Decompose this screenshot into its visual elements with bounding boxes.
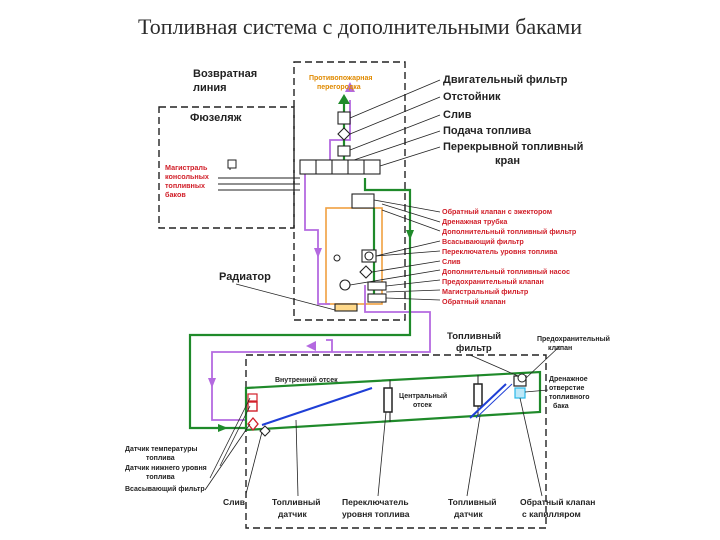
bottom-check-valve-label-1: Обратный клапан <box>520 497 595 507</box>
engine-bay-boundary <box>293 61 406 321</box>
drain-hole-label-4: бака <box>553 402 569 410</box>
partition-block-2 <box>473 383 483 407</box>
fuselage-label: Фюзеляж <box>190 112 242 124</box>
wing-main-label-4: баков <box>165 190 186 199</box>
left-item-1: Датчик температуры <box>125 446 198 453</box>
central-bay-label-1: Центральный <box>399 392 447 400</box>
shutoff-valve-label-2: кран <box>495 155 520 167</box>
page-title: Топливная система с дополнительными бака… <box>138 14 582 39</box>
bottom-sensor1-label-2: датчик <box>278 509 307 519</box>
fuel-temp-sensor <box>247 401 258 412</box>
drain-hole-box <box>514 387 526 399</box>
dashed-boundaries <box>158 61 547 529</box>
return-line-label-1: Возвратная <box>193 68 257 80</box>
drain-hole-label-3: топливного <box>549 394 590 401</box>
left-item-3: Датчик нижнего уровня <box>125 465 207 472</box>
aux-item-5: Переключатель уровня топлива <box>442 247 558 256</box>
drain-hole-label-1: Дренажное <box>549 376 588 383</box>
left-item-4: топлива <box>146 474 175 481</box>
wing-main-piping <box>218 159 300 191</box>
firewall-label-1: Противопожарная <box>309 75 372 82</box>
aux-item-8: Предохранительный клапан <box>442 277 544 286</box>
firewall-label-2: перегородка <box>317 84 361 91</box>
wing-main-label-1: Магистраль <box>165 163 208 172</box>
wing-tank <box>244 370 542 432</box>
bottom-level-switch-label-1: Переключатель <box>342 497 409 507</box>
radiator-label: Радиатор <box>219 271 271 283</box>
aux-item-9: Магистральный фильтр <box>442 287 529 296</box>
return-line-label-2: линия <box>193 82 227 94</box>
return-lines <box>211 100 431 421</box>
purple-arrow-down <box>208 378 216 388</box>
bottom-drain-label: Слив <box>223 497 245 507</box>
fuel-probe-1 <box>261 387 373 426</box>
aux-item-6: Слив <box>442 257 461 266</box>
drain-valve-symbol <box>259 425 271 437</box>
purple-arrow-left <box>306 341 316 351</box>
fuselage-boundary <box>158 106 295 229</box>
wing-boundary <box>245 354 547 529</box>
aux-item-2: Дренажная трубка <box>442 217 508 226</box>
shutoff-valve-label-1: Перекрывной топливный <box>443 141 583 153</box>
inner-bay-label: Внутренний отсек <box>275 376 338 384</box>
aux-item-4: Всасывающий фильтр <box>442 237 524 246</box>
bottom-sensor1-label-1: Топливный <box>272 497 320 507</box>
bottom-check-valve-label-2: с капилляром <box>522 509 581 519</box>
wing-main-label-3: топливных <box>165 181 205 190</box>
engine-components <box>299 111 387 312</box>
sediment-label: Отстойник <box>443 91 501 103</box>
fuel-filter-label-1: Топливный <box>447 331 501 342</box>
green-arrow-up <box>338 94 350 104</box>
engine-filter-label: Двигательный фильтр <box>443 74 568 86</box>
bottom-sensor2-label-1: Топливный <box>448 497 496 507</box>
central-bay-label-2: отсек <box>413 402 432 409</box>
aux-item-7: Дополнительный топливный насос <box>442 267 570 276</box>
aux-item-10: Обратный клапан <box>442 297 506 306</box>
fuel-filter-label-2: фильтр <box>456 343 492 354</box>
drain-hole-label-2: отверстие <box>549 385 585 392</box>
fuel-filter-symbol <box>517 373 527 383</box>
fuel-probe-2b <box>475 383 513 419</box>
purple-arrow-up <box>345 82 355 92</box>
left-item-5: Всасывающий фильтр <box>125 485 205 493</box>
aux-pump <box>333 254 341 262</box>
drain-label: Слив <box>443 109 472 121</box>
purple-arrow-down-2 <box>314 248 322 258</box>
wing-main-label-2: консольных <box>165 172 209 181</box>
partition-block-1 <box>383 387 393 413</box>
safety-valve-label-2: клапан <box>548 345 572 352</box>
left-item-2: топлива <box>146 455 175 462</box>
bottom-level-switch-label-2: уровня топлива <box>342 509 410 519</box>
fuel-supply-label: Подача топлива <box>443 125 532 137</box>
safety-valve-label-1: Предохранительный <box>537 335 610 343</box>
fuel-probe-2 <box>469 383 507 419</box>
green-arrow-down <box>406 230 414 240</box>
suction-filter <box>247 416 259 432</box>
low-level-sensor <box>247 393 258 402</box>
aux-item-3: Дополнительный топливный фильтр <box>442 227 577 236</box>
leader-lines <box>204 79 561 497</box>
aux-item-1: Обратный клапан с эжектором <box>442 207 552 216</box>
green-arrow-right <box>218 424 228 432</box>
bottom-sensor2-label-2: датчик <box>454 509 483 519</box>
